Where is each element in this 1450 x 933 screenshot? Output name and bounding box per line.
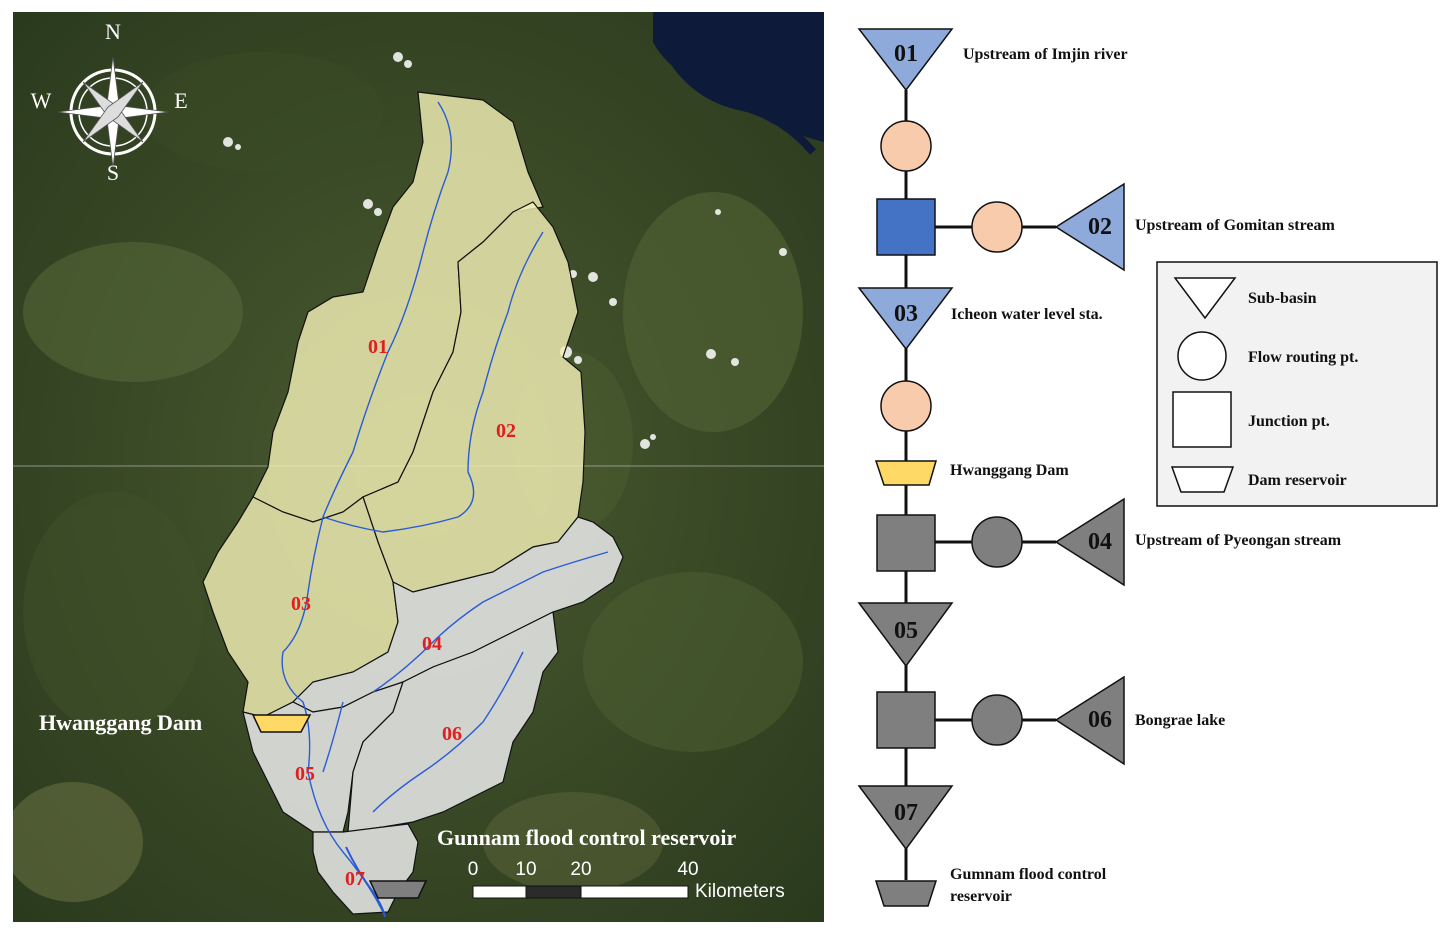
terrain-texture (13, 52, 803, 902)
scale-tick-20: 20 (570, 859, 591, 880)
subbasin-02-number: 02 (1088, 214, 1112, 240)
flow-routing-point-3 (880, 380, 932, 432)
junction-point-1 (876, 198, 936, 256)
subbasin-06-number: 06 (1088, 707, 1112, 733)
compass-south-label: S (107, 160, 119, 185)
legend-junction-icon (1172, 391, 1232, 448)
lake-water (653, 12, 824, 142)
flow-routing-point-1 (880, 120, 932, 172)
subbasin-04-triangle (1054, 497, 1125, 587)
scale-bar (472, 885, 689, 899)
river-network (281, 101, 609, 918)
subbasin-label-02: 02 (496, 420, 516, 442)
legend-flow-routing-icon (1177, 331, 1227, 381)
legend-subbasin-icon (1173, 277, 1237, 320)
subbasin-02-triangle (1054, 182, 1125, 272)
map-hwanggang-dam-label: Hwanggang Dam (39, 710, 202, 735)
map-gunnam-reservoir-label: Gunnam flood control reservoir (437, 825, 736, 850)
flow-routing-point-02 (971, 201, 1023, 253)
flow-routing-point-06 (971, 694, 1023, 746)
subbasin-label-07: 07 (345, 868, 365, 890)
scale-unit-label: Kilometers (695, 881, 785, 902)
gunnam-reservoir-label-line2: reservoir (950, 888, 1012, 905)
subbasin-01-triangle (857, 28, 954, 92)
junction-point-2 (876, 514, 936, 572)
satellite-map: N S W E 01 02 03 04 05 06 07 Hwanggang D… (13, 12, 824, 922)
flow-routing-point-04 (971, 516, 1023, 568)
compass-east-label: E (174, 88, 187, 113)
subbasin-04-number: 04 (1088, 529, 1112, 555)
subbasin-03-label: Icheon water level sta. (951, 306, 1103, 323)
scale-tick-0: 0 (468, 859, 479, 880)
hwanggang-dam-icon (874, 460, 937, 486)
subbasin-02-label: Upstream of Gomitan stream (1135, 217, 1335, 234)
subbasin-03-number: 03 (894, 301, 918, 327)
subbasin-06-triangle (1054, 675, 1125, 766)
legend-junction-label: Junction pt. (1248, 413, 1330, 430)
scale-tick-10: 10 (515, 859, 536, 880)
subbasin-06-label: Bongrae lake (1135, 712, 1225, 729)
compass-north-label: N (105, 19, 121, 44)
subbasin-04-label: Upstream of Pyeongan stream (1135, 532, 1342, 549)
subbasin-label-06: 06 (442, 723, 462, 745)
subbasin-label-05: 05 (295, 763, 315, 785)
subbasin-label-03: 03 (291, 593, 311, 615)
subbasin-01-number: 01 (894, 41, 918, 67)
subbasin-05-triangle (857, 602, 954, 668)
map-hwanggang-dam-icon (251, 714, 312, 733)
subbasin-01-label: Upstream of Imjin river (963, 46, 1128, 63)
subbasin-06-polygon (347, 611, 559, 833)
legend-flow-routing-label: Flow routing pt. (1248, 349, 1358, 366)
junction-point-3 (876, 691, 936, 749)
subbasin-07-triangle (857, 785, 954, 851)
gunnam-reservoir-label-line1: Gumnam flood control (950, 866, 1107, 883)
legend-subbasin-label: Sub-basin (1248, 290, 1317, 307)
subbasin-07-number: 07 (894, 800, 918, 826)
legend-dam-icon (1170, 466, 1235, 493)
subbasin-label-04: 04 (422, 633, 442, 655)
subbasin-label-01: 01 (368, 336, 388, 358)
scale-tick-40: 40 (677, 859, 698, 880)
compass-west-label: W (31, 88, 52, 113)
subbasin-03-triangle (857, 287, 954, 351)
legend-dam-label: Dam reservoir (1248, 472, 1347, 489)
gunnam-reservoir-icon (874, 880, 938, 907)
hwanggang-dam-label: Hwanggang Dam (950, 462, 1069, 479)
lake-water-channel (664, 50, 817, 155)
subbasin-05-number: 05 (894, 618, 918, 644)
map-gunnam-reservoir-icon (368, 880, 428, 899)
map-panel: N S W E 01 02 03 04 05 06 07 Hwanggang D… (13, 12, 824, 922)
compass-rose (57, 56, 169, 168)
